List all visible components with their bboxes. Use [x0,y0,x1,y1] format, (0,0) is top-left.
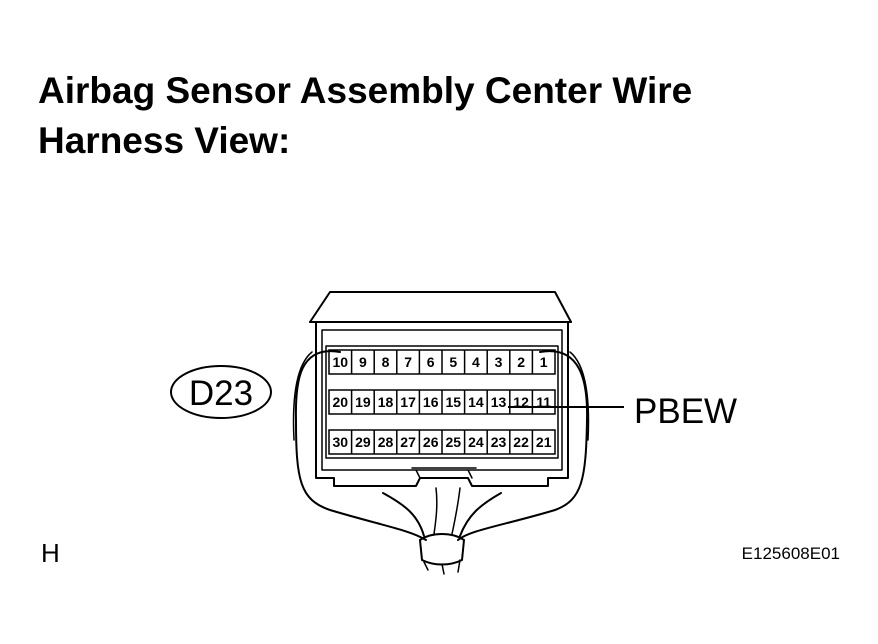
pin-2: 2 [517,354,525,370]
pin-7: 7 [404,354,412,370]
pin-25: 25 [446,434,462,450]
pin-17: 17 [400,394,416,410]
pin-8: 8 [382,354,390,370]
pin-27: 27 [400,434,416,450]
pin-20: 20 [333,394,349,410]
title-line-1: Airbag Sensor Assembly Center Wire [38,70,693,111]
pin-29: 29 [355,434,371,450]
diagram-title: Airbag Sensor Assembly Center Wire Harne… [38,66,838,166]
pin-4: 4 [472,354,480,370]
corner-letter: H [41,538,60,568]
pin-30: 30 [333,434,349,450]
pin-23: 23 [491,434,507,450]
pin-21: 21 [536,434,552,450]
title-line-2: Harness View: [38,120,291,161]
pin-1: 1 [540,354,548,370]
right-wire-loop [457,350,589,541]
pin-28: 28 [378,434,394,450]
pin-19: 19 [355,394,371,410]
pin-grid [328,349,556,455]
pin-15: 15 [446,394,462,410]
pin-16: 16 [423,394,439,410]
connector-inner-frame [321,329,563,471]
pin-18: 18 [378,394,394,410]
pin-9: 9 [359,354,367,370]
connector-key-notch [415,469,473,479]
pin-3: 3 [495,354,503,370]
pin-22: 22 [513,434,529,450]
connector-top-cap [309,291,572,323]
connector-pin-frame [325,345,559,459]
left-wire-loop [294,350,427,541]
connector-code-oval [170,365,272,419]
connector-housing [315,321,569,487]
wire-bundle-clip [419,533,465,566]
figure-code: E125608E01 [742,544,840,563]
wire-bundle-left [382,492,425,537]
pin-6: 6 [427,354,435,370]
callout-label: PBEW [634,392,737,431]
connector-code: D23 [189,374,253,413]
pin-26: 26 [423,434,439,450]
pin-13: 13 [491,394,507,410]
pin-10: 10 [333,354,349,370]
pin-5: 5 [449,354,457,370]
wire-bundle-right [459,492,502,537]
pin-24: 24 [468,434,484,450]
pin-14: 14 [468,394,484,410]
